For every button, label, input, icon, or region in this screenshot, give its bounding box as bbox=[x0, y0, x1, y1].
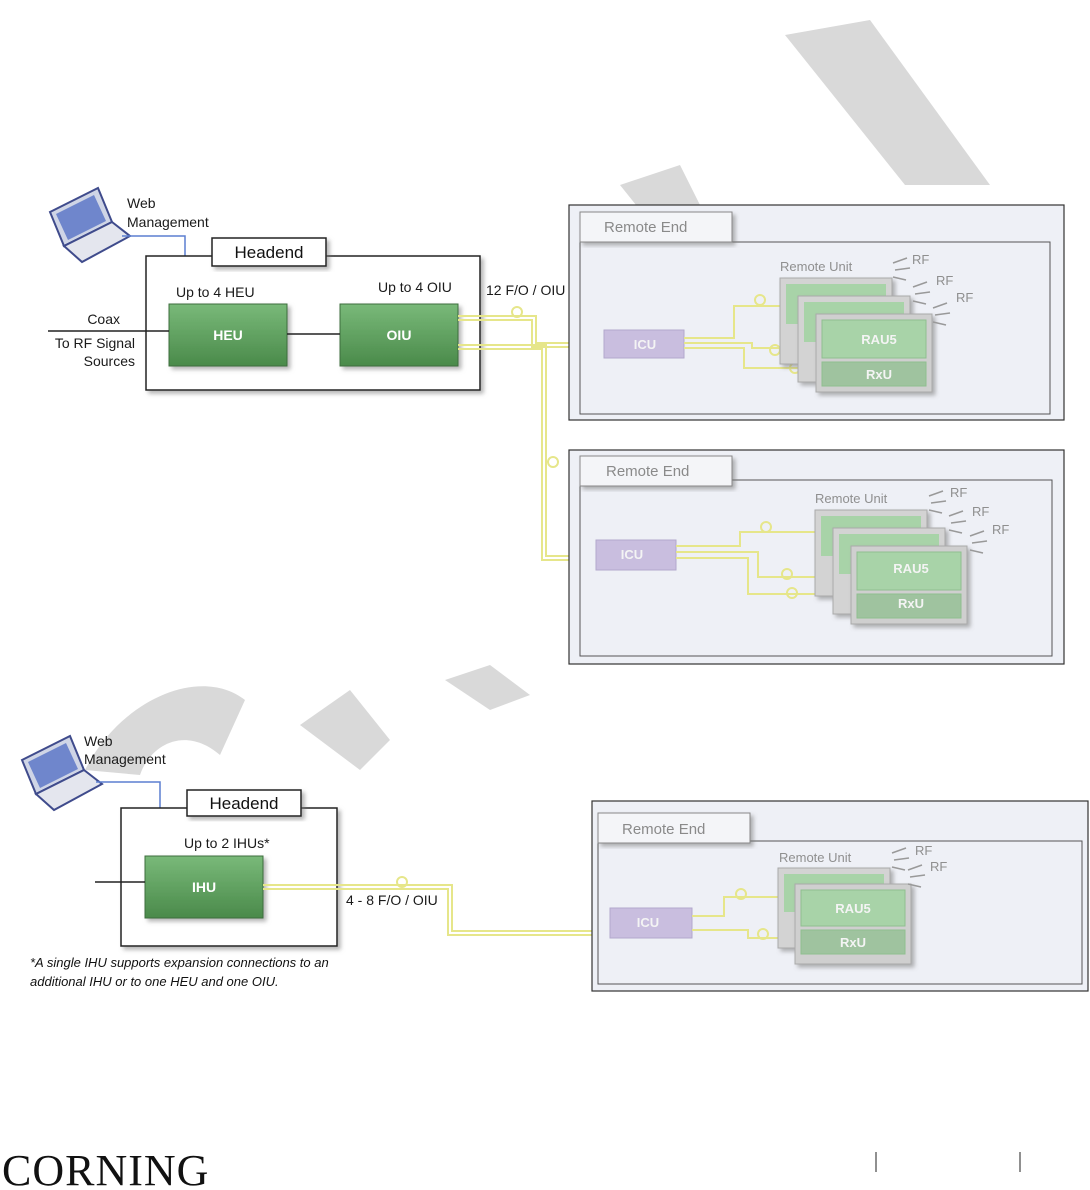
remote-unit-label-2: Remote Unit bbox=[815, 491, 888, 506]
icu-label-3: ICU bbox=[637, 915, 659, 930]
rf-label-2a: RF bbox=[950, 485, 967, 500]
headend-title: Headend bbox=[234, 243, 303, 262]
oiu-label: OIU bbox=[387, 327, 412, 343]
rau-face-front bbox=[821, 319, 927, 359]
remote-unit-label-3: Remote Unit bbox=[779, 850, 852, 865]
fiber-label: 12 F/O / OIU bbox=[486, 282, 565, 298]
rau-label-1: RAU5 bbox=[861, 332, 896, 347]
headend-title-box bbox=[186, 789, 302, 817]
rf-label-3b: RF bbox=[930, 859, 947, 874]
rxu-label-2: RxU bbox=[898, 596, 924, 611]
watermark-stroke bbox=[445, 665, 530, 710]
heu-caption: Up to 4 HEU bbox=[176, 284, 255, 300]
footnote-line-2: additional IHU or to one HEU and one OIU… bbox=[30, 974, 279, 989]
rf-sources-label-1: To RF Signal bbox=[55, 335, 135, 351]
rf-label-1b: RF bbox=[936, 273, 953, 288]
icu-label-1: ICU bbox=[634, 337, 656, 352]
rxu-face-front bbox=[821, 361, 927, 387]
remote-unit-label-1: Remote Unit bbox=[780, 259, 853, 274]
rau-stack-3: RAU5 RxU bbox=[777, 867, 912, 965]
ihu-label: IHU bbox=[192, 879, 216, 895]
rf-label-2c: RF bbox=[992, 522, 1009, 537]
bottom-diagram: Web Management Headend Up to 2 IHUs* IHU… bbox=[20, 733, 1089, 992]
oiu-box bbox=[339, 303, 459, 367]
laptop-icon bbox=[48, 186, 132, 264]
rf-waves-3 bbox=[891, 847, 926, 888]
watermark-stroke bbox=[785, 20, 990, 185]
oiu-caption: Up to 4 OIU bbox=[378, 279, 452, 295]
rf-waves-1 bbox=[892, 257, 951, 326]
remote-end-2-title-box bbox=[579, 455, 733, 487]
top-diagram: Web Management Headend Up to 4 HEU Up to… bbox=[48, 186, 1065, 665]
remote-end-2: Remote End ICU Remote Unit RAU5 bbox=[568, 449, 1065, 665]
rau-stack-2: RAU5 RxU bbox=[814, 509, 968, 625]
watermark-stroke bbox=[300, 690, 390, 770]
icu-rau-lines-2 bbox=[676, 521, 852, 599]
heu-label: HEU bbox=[213, 327, 243, 343]
rf-waves-2 bbox=[928, 490, 988, 554]
rxu-label-1: RxU bbox=[866, 367, 892, 382]
watermark-stroke bbox=[620, 165, 700, 210]
rf-label-3a: RF bbox=[915, 843, 932, 858]
rf-sources-label-2: Sources bbox=[84, 353, 135, 369]
rxu-face-front bbox=[800, 929, 906, 955]
icu-box-3 bbox=[609, 907, 693, 939]
fiber-label: 4 - 8 F/O / OIU bbox=[346, 892, 438, 908]
icu-label-2: ICU bbox=[621, 547, 643, 562]
rau-label-2: RAU5 bbox=[893, 561, 928, 576]
remote-end-3: Remote End ICU Remote Unit RAU5 RxU bbox=[591, 800, 1089, 992]
remote-end-1-title-box bbox=[579, 211, 733, 243]
web-management-label-1: Web bbox=[127, 195, 156, 211]
ihu-box bbox=[144, 855, 264, 919]
rf-label-2b: RF bbox=[972, 504, 989, 519]
remote-end-3-title-box bbox=[597, 812, 751, 844]
icu-box-1 bbox=[603, 329, 685, 359]
watermark bbox=[85, 20, 990, 775]
headend-title: Headend bbox=[209, 794, 278, 813]
web-management-label-1: Web bbox=[84, 733, 113, 749]
headend-title-box bbox=[211, 237, 327, 267]
coax-label: Coax bbox=[87, 311, 120, 327]
remote-end-2-title: Remote End bbox=[606, 463, 689, 480]
icu-box-2 bbox=[595, 539, 677, 571]
remote-end-3-title: Remote End bbox=[622, 821, 705, 838]
remote-end-1-title: Remote End bbox=[604, 219, 687, 236]
web-management-label-2: Management bbox=[84, 751, 166, 767]
heu-box bbox=[168, 303, 288, 367]
fiber-lines bbox=[263, 876, 610, 936]
laptop-icon bbox=[20, 734, 104, 812]
rxu-face-front bbox=[856, 593, 962, 619]
rf-label-1a: RF bbox=[912, 252, 929, 267]
icu-rau-lines-3 bbox=[692, 888, 795, 940]
corning-logo: CORNING bbox=[2, 1146, 209, 1190]
rau-face-front bbox=[856, 551, 962, 591]
rau-stack-1: RAU5 RxU bbox=[779, 277, 933, 393]
remote-end-1: Remote End ICU Remote Unit RAU5 bbox=[568, 204, 1065, 421]
watermark-stroke bbox=[85, 686, 245, 775]
rxu-label-3: RxU bbox=[840, 935, 866, 950]
rau-face-front bbox=[800, 889, 906, 927]
ihu-caption: Up to 2 IHUs* bbox=[184, 835, 270, 851]
footnote-line-1: *A single IHU supports expansion connect… bbox=[30, 955, 329, 970]
rf-label-1c: RF bbox=[956, 290, 973, 305]
rau-label-3: RAU5 bbox=[835, 901, 870, 916]
web-management-label-2: Management bbox=[127, 214, 209, 230]
